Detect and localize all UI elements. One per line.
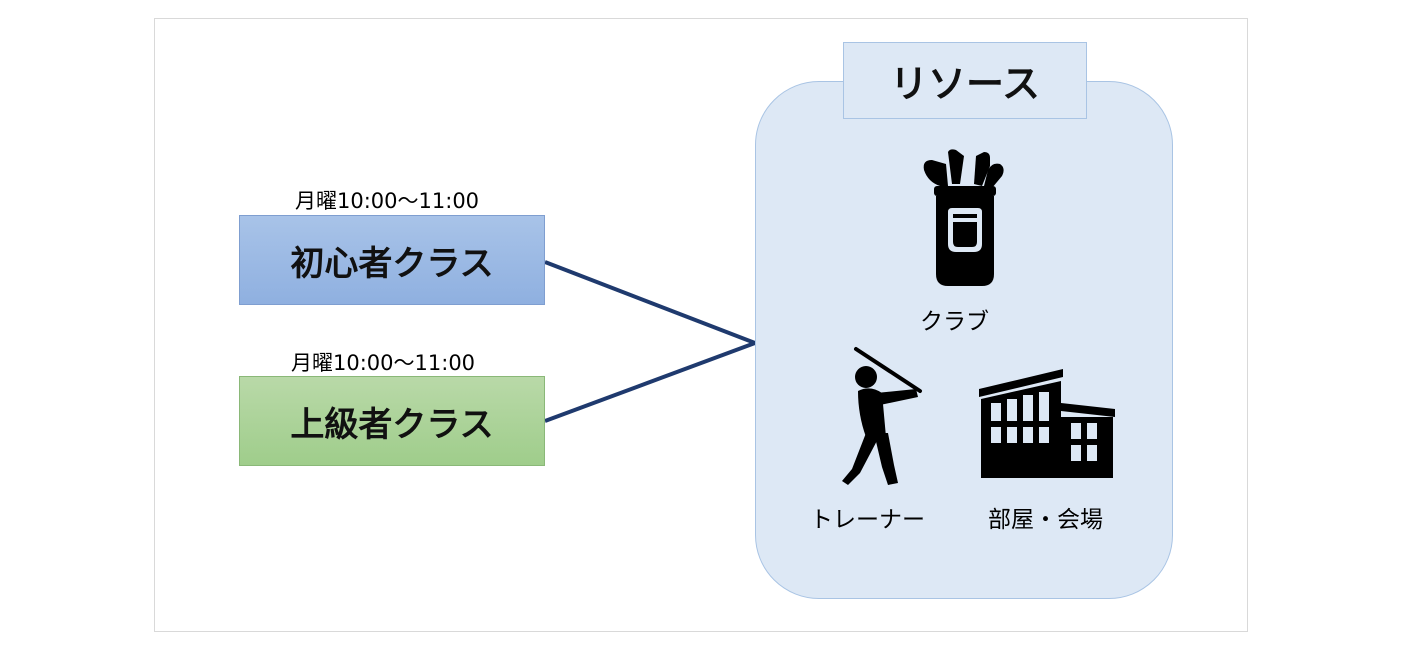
resource-label-club: クラブ [920, 309, 989, 335]
golf-bag-icon [923, 149, 1004, 286]
resource-panel [755, 81, 1173, 599]
beginner-class-box: 初心者クラス [239, 215, 545, 305]
beginner-class-label: 初心者クラス [290, 243, 494, 284]
beginner-schedule: 月曜10:00～11:00 [295, 189, 480, 213]
advanced-schedule: 月曜10:00～11:00 [291, 351, 476, 375]
resource-title-label: リソース [889, 62, 1041, 106]
building-icon [979, 369, 1115, 478]
resource-label-venue: 部屋・会場 [988, 507, 1103, 533]
golfer-icon [842, 347, 922, 485]
advanced-class-box: 上級者クラス [239, 376, 545, 466]
advanced-class-label: 上級者クラス [290, 404, 494, 445]
resource-title: リソース [843, 42, 1087, 119]
resource-label-trainer: トレーナー [810, 507, 925, 533]
